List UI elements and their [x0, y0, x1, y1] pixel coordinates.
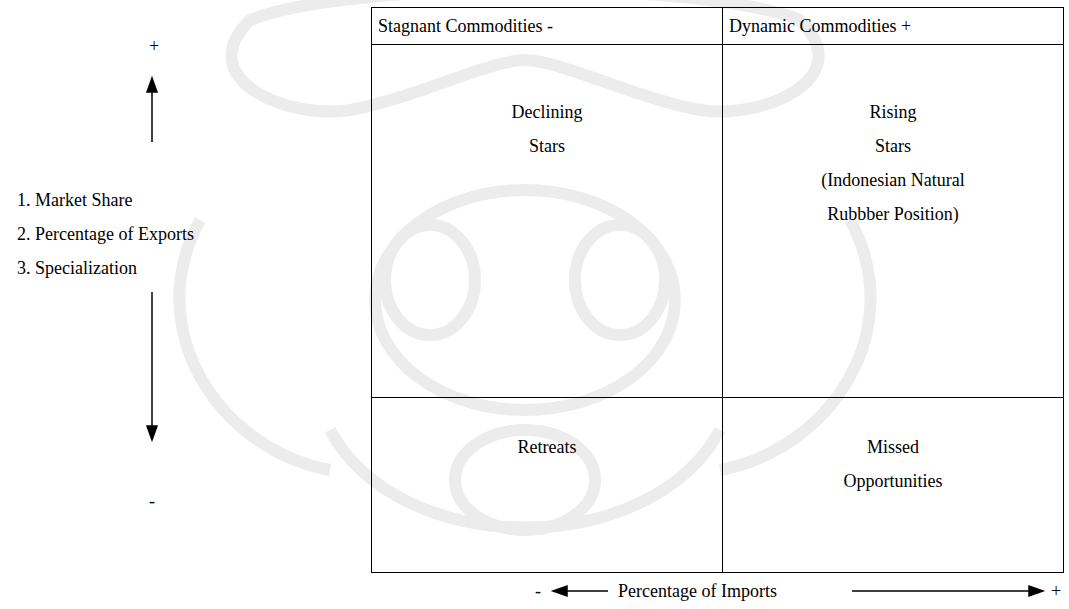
axis-item: 2. Percentage of Exports	[17, 223, 194, 245]
axis-minus: -	[535, 580, 541, 602]
quadrant-cell: Missed Opportunities	[722, 397, 1064, 573]
axis-plus: +	[149, 35, 159, 57]
axis-item: 3. Specialization	[17, 257, 137, 279]
column-header: Dynamic Commodities +	[722, 7, 1064, 45]
column-header: Stagnant Commodities -	[371, 7, 723, 45]
axis-arrows	[147, 78, 1043, 596]
cell-title: Rising Stars	[853, 95, 933, 163]
cell-title: Declining Stars	[497, 95, 597, 163]
cell-title: Missed Opportunities	[836, 430, 951, 498]
watermark	[179, 0, 870, 530]
cell-note: (Indonesian Natural Rubbber Position)	[801, 163, 986, 231]
axis-plus: +	[1051, 580, 1061, 602]
quadrant-cell: Rising Stars(Indonesian Natural Rubbber …	[722, 44, 1064, 398]
axis-item: 1. Market Share	[17, 189, 132, 211]
axis-minus: -	[149, 490, 155, 512]
cell-title: Retreats	[378, 430, 716, 464]
quadrant-cell: Declining Stars	[371, 44, 723, 398]
axis-title: Percentage of Imports	[618, 580, 777, 602]
quadrant-cell: Retreats	[371, 397, 723, 573]
cell-title: Dynamic Commodities +	[729, 14, 1057, 38]
cell-title: Stagnant Commodities -	[378, 14, 716, 38]
